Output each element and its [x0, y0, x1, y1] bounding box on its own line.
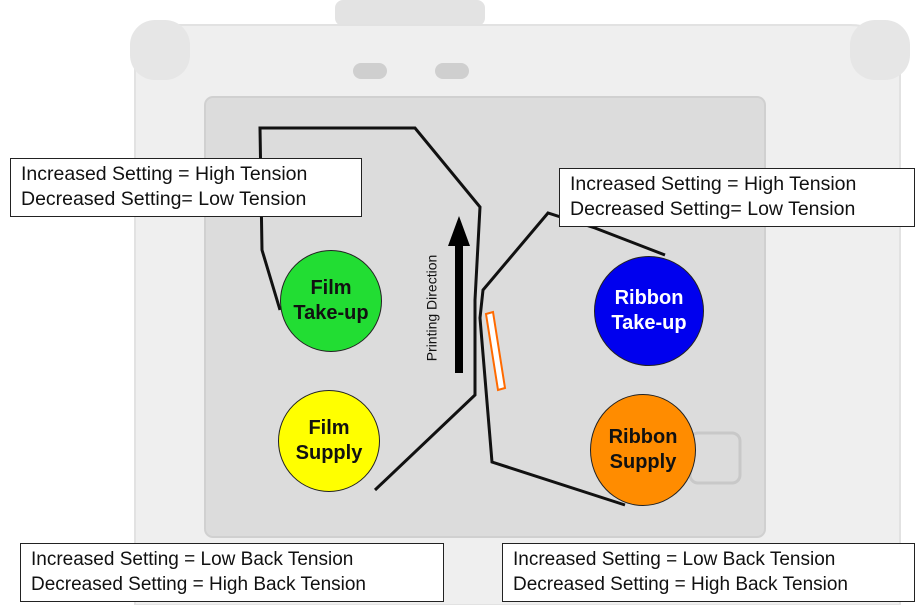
callout-film-supply: Increased Setting = Low Back Tension Dec… [20, 543, 444, 602]
callout-ribbon-takeup-line1: Increased Setting = High Tension [570, 173, 857, 195]
printer-handle-right [850, 20, 910, 80]
printer-top-tab [335, 0, 485, 26]
film-takeup-label-line2: Take-up [293, 302, 369, 324]
callout-ribbon-supply-line2: Decreased Setting = High Back Tension [513, 574, 848, 595]
callout-film-takeup: Increased Setting = High Tension Decreas… [10, 158, 362, 217]
film-supply-spool: Film Supply [278, 390, 380, 492]
film-supply-label-line2: Supply [295, 442, 363, 464]
ribbon-supply-spool: Ribbon Supply [590, 394, 696, 506]
film-takeup-label-line1: Film [310, 277, 352, 299]
callout-film-takeup-line2: Decreased Setting= Low Tension [21, 188, 307, 210]
callout-ribbon-supply: Increased Setting = Low Back Tension Dec… [502, 543, 915, 602]
ribbon-supply-label-line2: Supply [609, 451, 677, 473]
indicator-light-left [353, 63, 387, 79]
callout-film-supply-line2: Decreased Setting = High Back Tension [31, 574, 366, 595]
callout-film-takeup-line1: Increased Setting = High Tension [21, 163, 308, 185]
callout-film-supply-line1: Increased Setting = Low Back Tension [31, 549, 354, 570]
ribbon-path-line [478, 211, 666, 507]
printing-direction-arrow [448, 216, 470, 373]
printing-direction-label: Printing Direction [423, 254, 440, 362]
film-takeup-spool: Film Take-up [280, 250, 382, 352]
callout-ribbon-supply-line1: Increased Setting = Low Back Tension [513, 549, 836, 570]
ribbon-takeup-label-line2: Take-up [611, 312, 687, 334]
ribbon-takeup-label-line1: Ribbon [614, 287, 684, 309]
ribbon-supply-label-line1: Ribbon [608, 426, 678, 448]
printer-handle-left [130, 20, 190, 80]
print-head-marker [484, 310, 507, 392]
indicator-light-right [435, 63, 469, 79]
film-path-line [258, 126, 482, 492]
film-supply-label-line1: Film [308, 417, 350, 439]
callout-ribbon-takeup: Increased Setting = High Tension Decreas… [559, 168, 915, 227]
ribbon-takeup-spool: Ribbon Take-up [594, 256, 704, 366]
callout-ribbon-takeup-line2: Decreased Setting= Low Tension [570, 198, 856, 220]
